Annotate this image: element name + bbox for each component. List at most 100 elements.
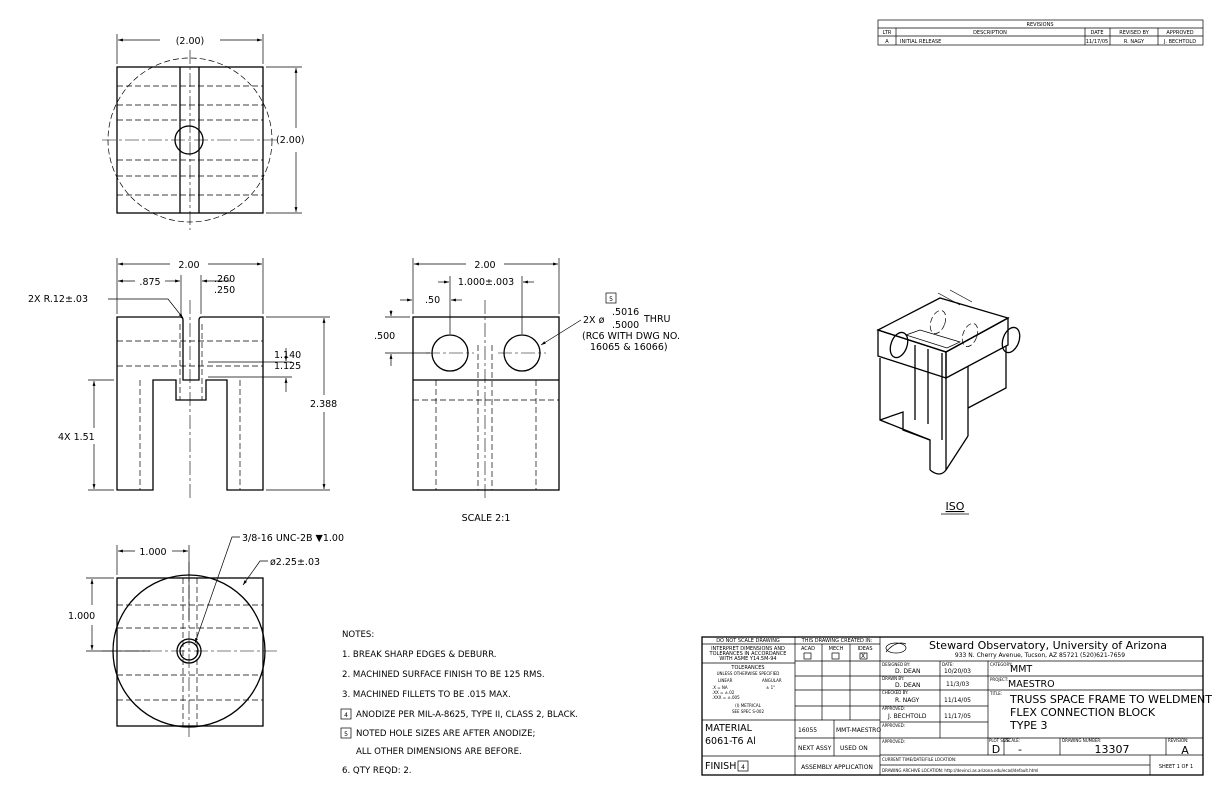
tb-used-on-val: MMT-MAESTRO — [836, 727, 881, 734]
title-block: DO NOT SCALE DRAWING INTERPRET DIMENSION… — [701, 636, 1212, 776]
tb-approved-label-2: APPROVED: — [882, 723, 905, 728]
front-left-offset-dim: .875 — [139, 277, 160, 288]
tb-checked-label: CHECKED BY: — [882, 690, 908, 695]
front-leg-height-dim: 4X 1.51 — [58, 432, 95, 443]
tb-interpret-1: INTERPRET DIMENSIONS AND — [711, 646, 785, 652]
tb-ideas-mark: X — [861, 653, 865, 660]
rev-header-date: DATE — [1090, 30, 1103, 36]
tb-created-in: THIS DRAWING CREATED IN: — [801, 638, 873, 644]
tb-checked-by: R. NAGY — [895, 697, 920, 704]
tb-category-label: CATEGORY: — [990, 662, 1012, 667]
tb-drawn-date: 11/3/03 — [946, 681, 969, 688]
tb-approved-by: J. BECHTOLD — [887, 713, 927, 720]
tb-dwg-label: DRAWING NUMBER: — [1062, 738, 1101, 743]
tb-checked-date: 11/14/05 — [944, 697, 971, 704]
iso-view: ISO — [876, 289, 1021, 515]
tb-approved-label-3: APPROVED: — [882, 739, 905, 744]
rev-row-revised-by: R. NAGY — [1124, 39, 1145, 45]
tb-application: ASSEMBLY APPLICATION — [801, 764, 873, 771]
tb-org: Steward Observatory, University of Arizo… — [929, 639, 1167, 652]
tb-metric: (I) METRICAL — [735, 703, 761, 708]
revisions-table: REVISIONS LTR DESCRIPTION DATE REVISED B… — [877, 19, 1204, 46]
rev-header-revised-by: REVISED BY — [1119, 30, 1149, 36]
bottom-diameter-callout: ø2.25±.03 — [270, 557, 320, 568]
rev-header-approved: APPROVED — [1166, 30, 1193, 36]
side-scale-label: SCALE 2:1 — [462, 513, 511, 524]
iso-label: ISO — [946, 500, 965, 513]
tb-tol-linear: LINEAR — [718, 678, 733, 683]
tb-approved-label: APPROVED: — [882, 706, 905, 711]
rev-row-ltr: A — [885, 39, 889, 45]
note-1: 1. BREAK SHARP EDGES & DEBURR. — [342, 650, 497, 660]
tb-designed-by: D. DEAN — [895, 668, 920, 675]
tb-finish-flag: 4 — [741, 764, 745, 771]
tb-interpret-2: TOLERANCES IN ACCORDANCE — [709, 651, 787, 657]
note-4-flag: 4 — [344, 712, 348, 719]
side-width-dim: 2.00 — [474, 260, 495, 271]
side-note-flag: 5 — [609, 296, 613, 303]
tb-plot-label: PLOT SIZE — [989, 738, 1010, 743]
tb-drawn-by: D. DEAN — [895, 682, 920, 689]
tb-tol-1: .X = NA — [712, 685, 728, 690]
tb-mech: MECH — [829, 646, 844, 652]
note-2: 2. MACHINED SURFACE FINISH TO BE 125 RMS… — [342, 670, 545, 680]
tb-scale-label: SCALE: — [1006, 738, 1020, 743]
note-4: ANODIZE PER MIL-A-8625, TYPE II, CLASS 2… — [356, 710, 578, 720]
tb-acad: ACAD — [801, 646, 815, 652]
tb-tol-angular: ANGULAR — [762, 678, 782, 683]
tb-used-on: USED ON — [840, 745, 868, 752]
front-slot-upper: .260 — [214, 274, 235, 285]
tb-material: 6061-T6 Al — [705, 736, 756, 747]
tb-scale: - — [1018, 743, 1022, 756]
tb-finish-label: FINISH — [705, 761, 736, 772]
side-hole-note-2: 16065 & 16066) — [590, 342, 668, 353]
tb-tol-title: TOLERANCES — [730, 665, 764, 671]
tb-file-loc: CURRENT TIME/DATE/FILE LOCATION: — [882, 757, 956, 762]
bottom-view: 1.000 1.000 3/8-16 UNC-2B ▼1.00 ø2.25±.0… — [68, 533, 344, 740]
bottom-thread-callout: 3/8-16 UNC-2B ▼1.00 — [242, 533, 344, 544]
revisions-title: REVISIONS — [1026, 22, 1053, 28]
front-fillet-callout: 2X R.12±.03 — [28, 294, 88, 305]
tb-project: MAESTRO — [1008, 679, 1055, 690]
org-logo-icon — [885, 642, 907, 654]
side-hole-suffix: THRU — [643, 314, 671, 325]
note-6: 6. QTY REQD: 2. — [342, 766, 412, 776]
tb-next-assy: NEXT ASSY — [798, 745, 832, 752]
front-total-height-dim: 2.388 — [310, 399, 337, 410]
tb-title-3: TYPE 3 — [1009, 719, 1048, 732]
tb-approved-date: 11/17/05 — [944, 713, 971, 720]
side-hole-height-dim: .500 — [374, 331, 395, 342]
bottom-offset-y-dim: 1.000 — [68, 611, 95, 622]
tb-tol-2: .XX = ±.02 — [712, 690, 735, 695]
tb-tol-3: .XXX = ±.005 — [712, 695, 740, 700]
top-view-width-dim: (2.00) — [176, 36, 205, 47]
side-hole-prefix: 2X ø — [583, 315, 605, 326]
rev-header-ltr: LTR — [883, 30, 892, 36]
tb-project-label: PROJECT: — [990, 677, 1008, 682]
side-hole-upper: .5016 — [612, 307, 639, 318]
rev-header-description: DESCRIPTION — [973, 30, 1007, 36]
tb-title-label: TITLE: — [989, 691, 1002, 696]
tb-material-label: MATERIAL — [705, 723, 753, 734]
tb-dwg-no: 13307 — [1095, 743, 1130, 756]
tb-category: MMT — [1010, 664, 1032, 675]
tb-sheet: SHEET 1 OF 1 — [1159, 764, 1193, 770]
note-3: 3. MACHINED FILLETS TO BE .015 MAX. — [342, 690, 511, 700]
top-view: (2.00) (2.00) — [102, 34, 305, 230]
tb-title-1: TRUSS SPACE FRAME TO WELDMENT — [1009, 693, 1212, 706]
tb-ideas: IDEAS — [857, 646, 872, 652]
front-depth-lower: 1.125 — [274, 361, 301, 372]
bottom-offset-x-dim: 1.000 — [139, 547, 166, 558]
tb-interpret-3: WITH ASME Y14.5M-94 — [719, 656, 776, 662]
tb-next-assy-num: 16055 — [798, 727, 817, 734]
notes: NOTES: 1. BREAK SHARP EDGES & DEBURR. 2.… — [340, 630, 578, 776]
top-view-height-dim: (2.00) — [276, 135, 305, 146]
side-hole-note-1: (RC6 WITH DWG NO. — [582, 331, 680, 342]
note-5-flag: 5 — [344, 731, 348, 738]
tb-designed-label: DESIGNED BY: — [882, 662, 910, 667]
tb-tol-ang: ± 1° — [766, 685, 775, 690]
tb-rev: A — [1181, 744, 1189, 757]
rev-row-description: INITIAL RELEASE — [900, 39, 941, 45]
side-view: 2.00 1.000±.003 .50 .500 5 2X ø .5016 .5… — [374, 258, 680, 524]
